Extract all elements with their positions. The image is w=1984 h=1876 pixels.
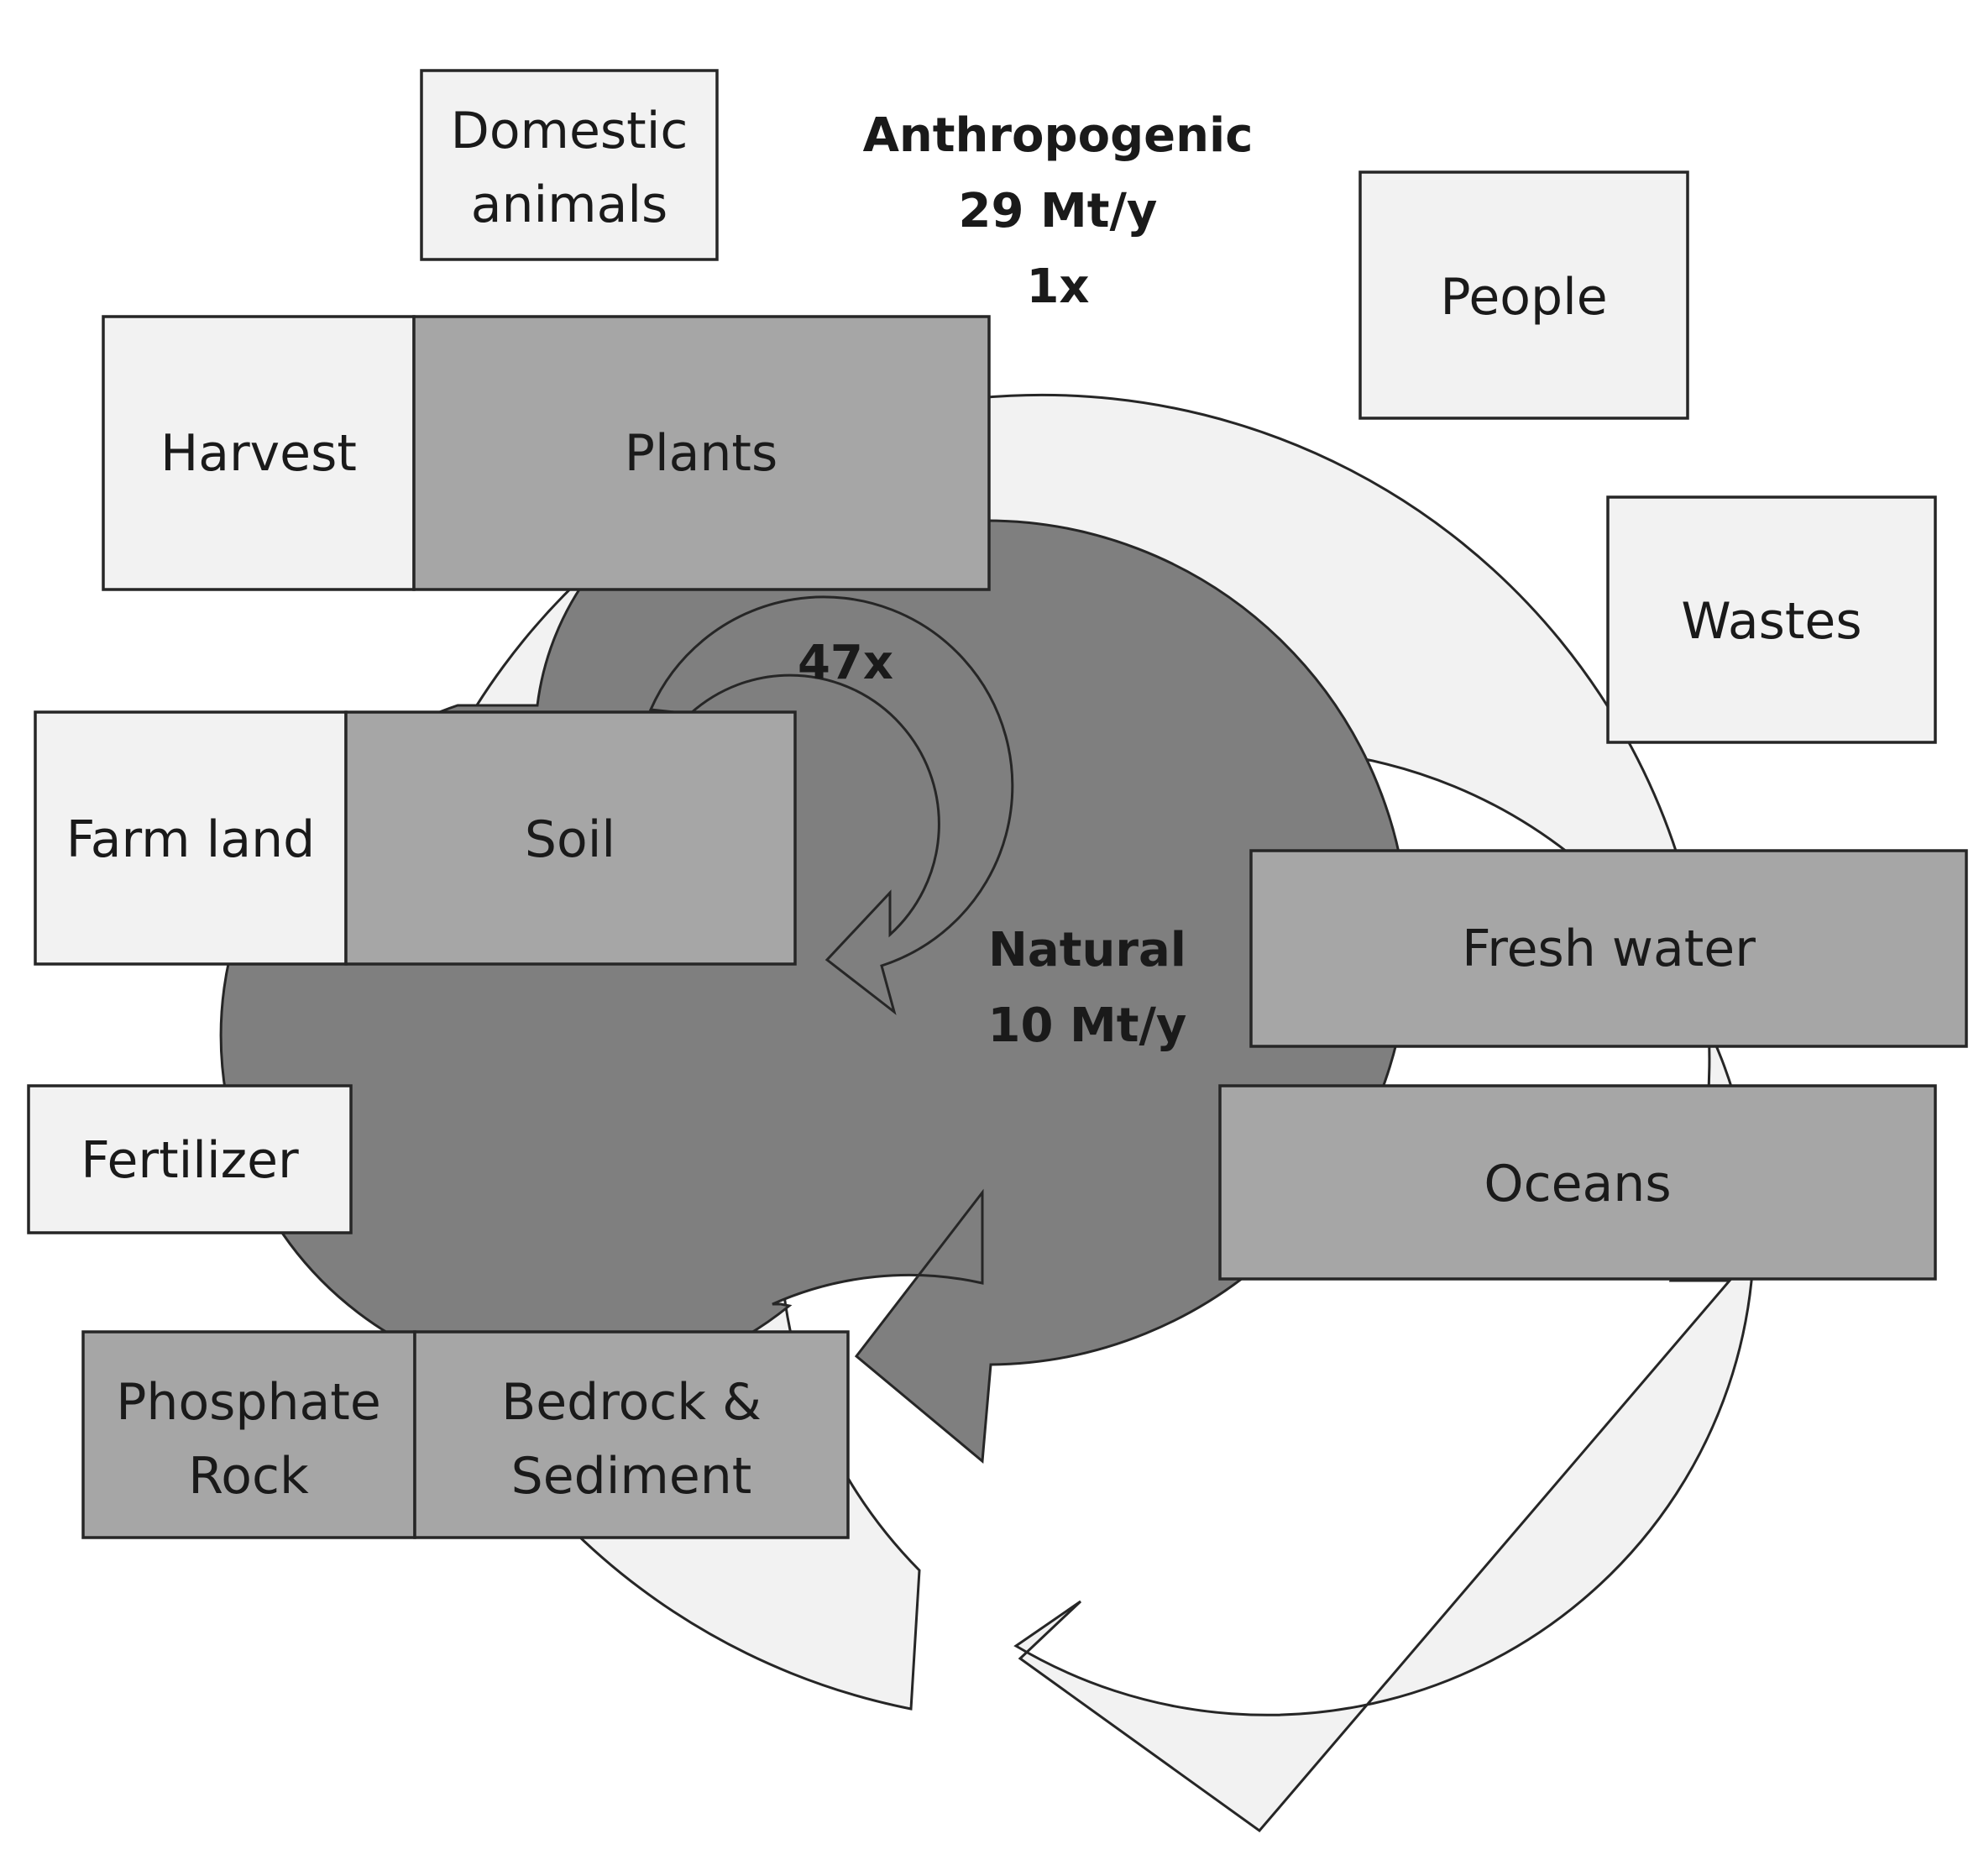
bedrock-sediment-label: Bedrock & [501,1373,762,1432]
fertilizer-label: Fertilizer [81,1131,299,1190]
wastes-box [1606,495,1937,744]
fertilizer-box [27,1084,353,1234]
wastes-label: Wastes [1681,592,1861,651]
bedrock-sediment-box [413,1330,850,1539]
phosphate-rock-label-line2: Rock [188,1447,309,1506]
people-box [1358,170,1689,420]
natural-amount: 10 Mt/y [988,998,1187,1053]
oceans-label: Oceans [1484,1155,1671,1213]
farm-land-label: Farm land [66,810,315,869]
oceans-box [1218,1084,1937,1281]
bedrock-sediment-label-line2: Sediment [511,1447,752,1506]
fresh-water-label: Fresh water [1462,920,1756,978]
fresh-water-box [1249,849,1968,1048]
anthropogenic-title: Anthropogenic [863,108,1254,163]
domestic-animals-label-line2: animals [471,176,668,234]
anthropogenic-amount: 29 Mt/y [959,184,1158,238]
plants-box [412,315,991,591]
people-label: People [1440,268,1607,327]
phosphate-rock-box [81,1330,416,1539]
natural-title: Natural [988,923,1186,977]
anthropogenic-multiplier: 1x [1026,259,1089,314]
inner-loop-arrow [648,595,1014,1015]
harvest-label: Harvest [160,424,357,483]
phosphate-rock-label: Phosphate [116,1373,381,1432]
domestic-animals-label: Domestic [451,102,688,160]
soil-box [344,710,797,966]
soil-label: Soil [525,810,615,869]
natural-multiplier: 47x [798,636,893,690]
domestic-animals-box [420,69,719,261]
farm-land-box [34,710,348,966]
plants-label: Plants [625,424,777,483]
